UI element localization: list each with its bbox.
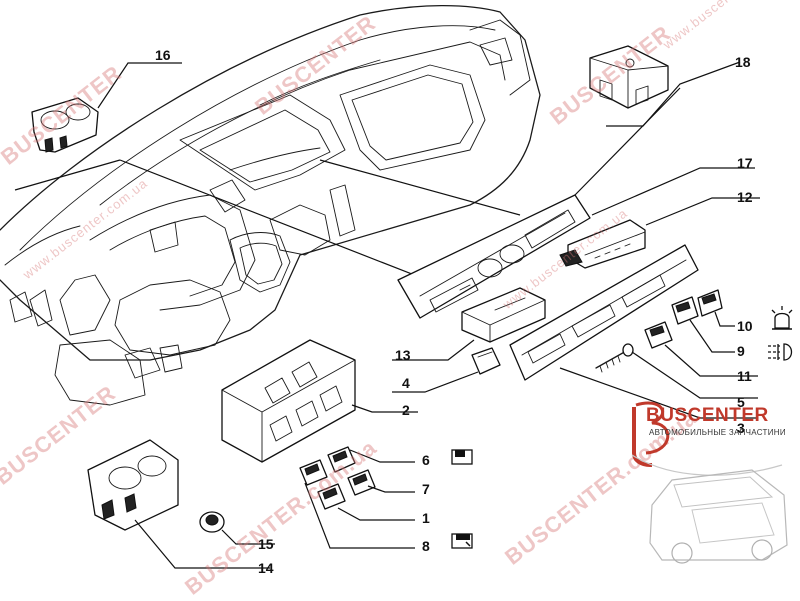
leader-9: [689, 319, 735, 353]
callout-1: 1: [422, 510, 430, 526]
part-14-cup-holder: [87, 439, 179, 531]
buscenter-logo: [631, 401, 788, 564]
dashboard-outline: [0, 4, 541, 406]
callout-11: 11: [737, 368, 752, 384]
part-6-switch: [327, 446, 356, 473]
leader-12: [645, 197, 760, 226]
leader-13: [392, 339, 475, 361]
door-open-icon: [451, 449, 473, 465]
leader-15: [221, 529, 275, 545]
logo-tagline: АВТОМОБИЛЬНЫЕ ЗАПЧАСТИНИ: [649, 428, 786, 437]
leader-11: [664, 344, 758, 377]
part-5-screw: [595, 343, 634, 373]
part-16-cup-holder: [31, 97, 99, 153]
part-18-switch-block: [589, 45, 669, 109]
callout-3: 3: [737, 420, 745, 436]
logo-brand-name: BUSCENTER: [646, 405, 769, 426]
callout-9: 9: [737, 343, 745, 359]
callout-18: 18: [735, 54, 751, 70]
leader-4: [392, 371, 479, 393]
door-lock-icon: [451, 533, 473, 549]
part-4-small-switch: [471, 347, 501, 375]
callout-5: 5: [737, 394, 745, 410]
callout-12: 12: [737, 189, 753, 205]
part-10-switch: [697, 289, 723, 317]
callout-13: 13: [395, 347, 411, 363]
part-11-switch: [644, 321, 673, 349]
leader-6: [349, 449, 415, 463]
leader-16-b: [14, 159, 121, 191]
leader-17-b: [574, 87, 681, 196]
callout-8: 8: [422, 538, 430, 554]
leader-2: [351, 404, 418, 413]
leader-18: [606, 61, 741, 127]
part-2-switch-housing: [221, 339, 356, 463]
part-13-socket-unit: [461, 287, 546, 343]
fog-light-icon: [768, 343, 793, 361]
leader-14: [134, 519, 270, 569]
callout-17: 17: [737, 155, 753, 171]
part-3-switch-panel: [509, 244, 699, 381]
leader-16: [97, 62, 182, 109]
leader-3: [559, 367, 758, 419]
part-8-switch: [299, 459, 328, 486]
part-9-switch: [671, 296, 699, 325]
callout-10: 10: [737, 318, 753, 334]
callout-6: 6: [422, 452, 430, 468]
warning-beacon-icon: [771, 306, 793, 330]
leader-5: [631, 351, 758, 399]
leader-10: [714, 311, 735, 327]
callout-2: 2: [402, 402, 410, 418]
part-15-knob: [199, 511, 225, 533]
leader-17-c: [319, 159, 521, 216]
callout-15: 15: [258, 536, 274, 552]
callout-4: 4: [402, 375, 410, 391]
callout-7: 7: [422, 481, 430, 497]
part-7-switch: [347, 469, 376, 496]
leader-8: [304, 482, 415, 549]
part-12-connector: [559, 219, 646, 269]
leader-7: [367, 485, 415, 493]
part-17-console-panel: [397, 194, 591, 319]
callout-16: 16: [155, 47, 171, 63]
part-1-switch: [317, 483, 346, 510]
leader-1: [337, 507, 415, 521]
callout-14: 14: [258, 560, 274, 576]
leader-16-c: [119, 159, 441, 286]
exploded-view-drawing: [0, 4, 793, 569]
leader-17: [591, 167, 755, 216]
